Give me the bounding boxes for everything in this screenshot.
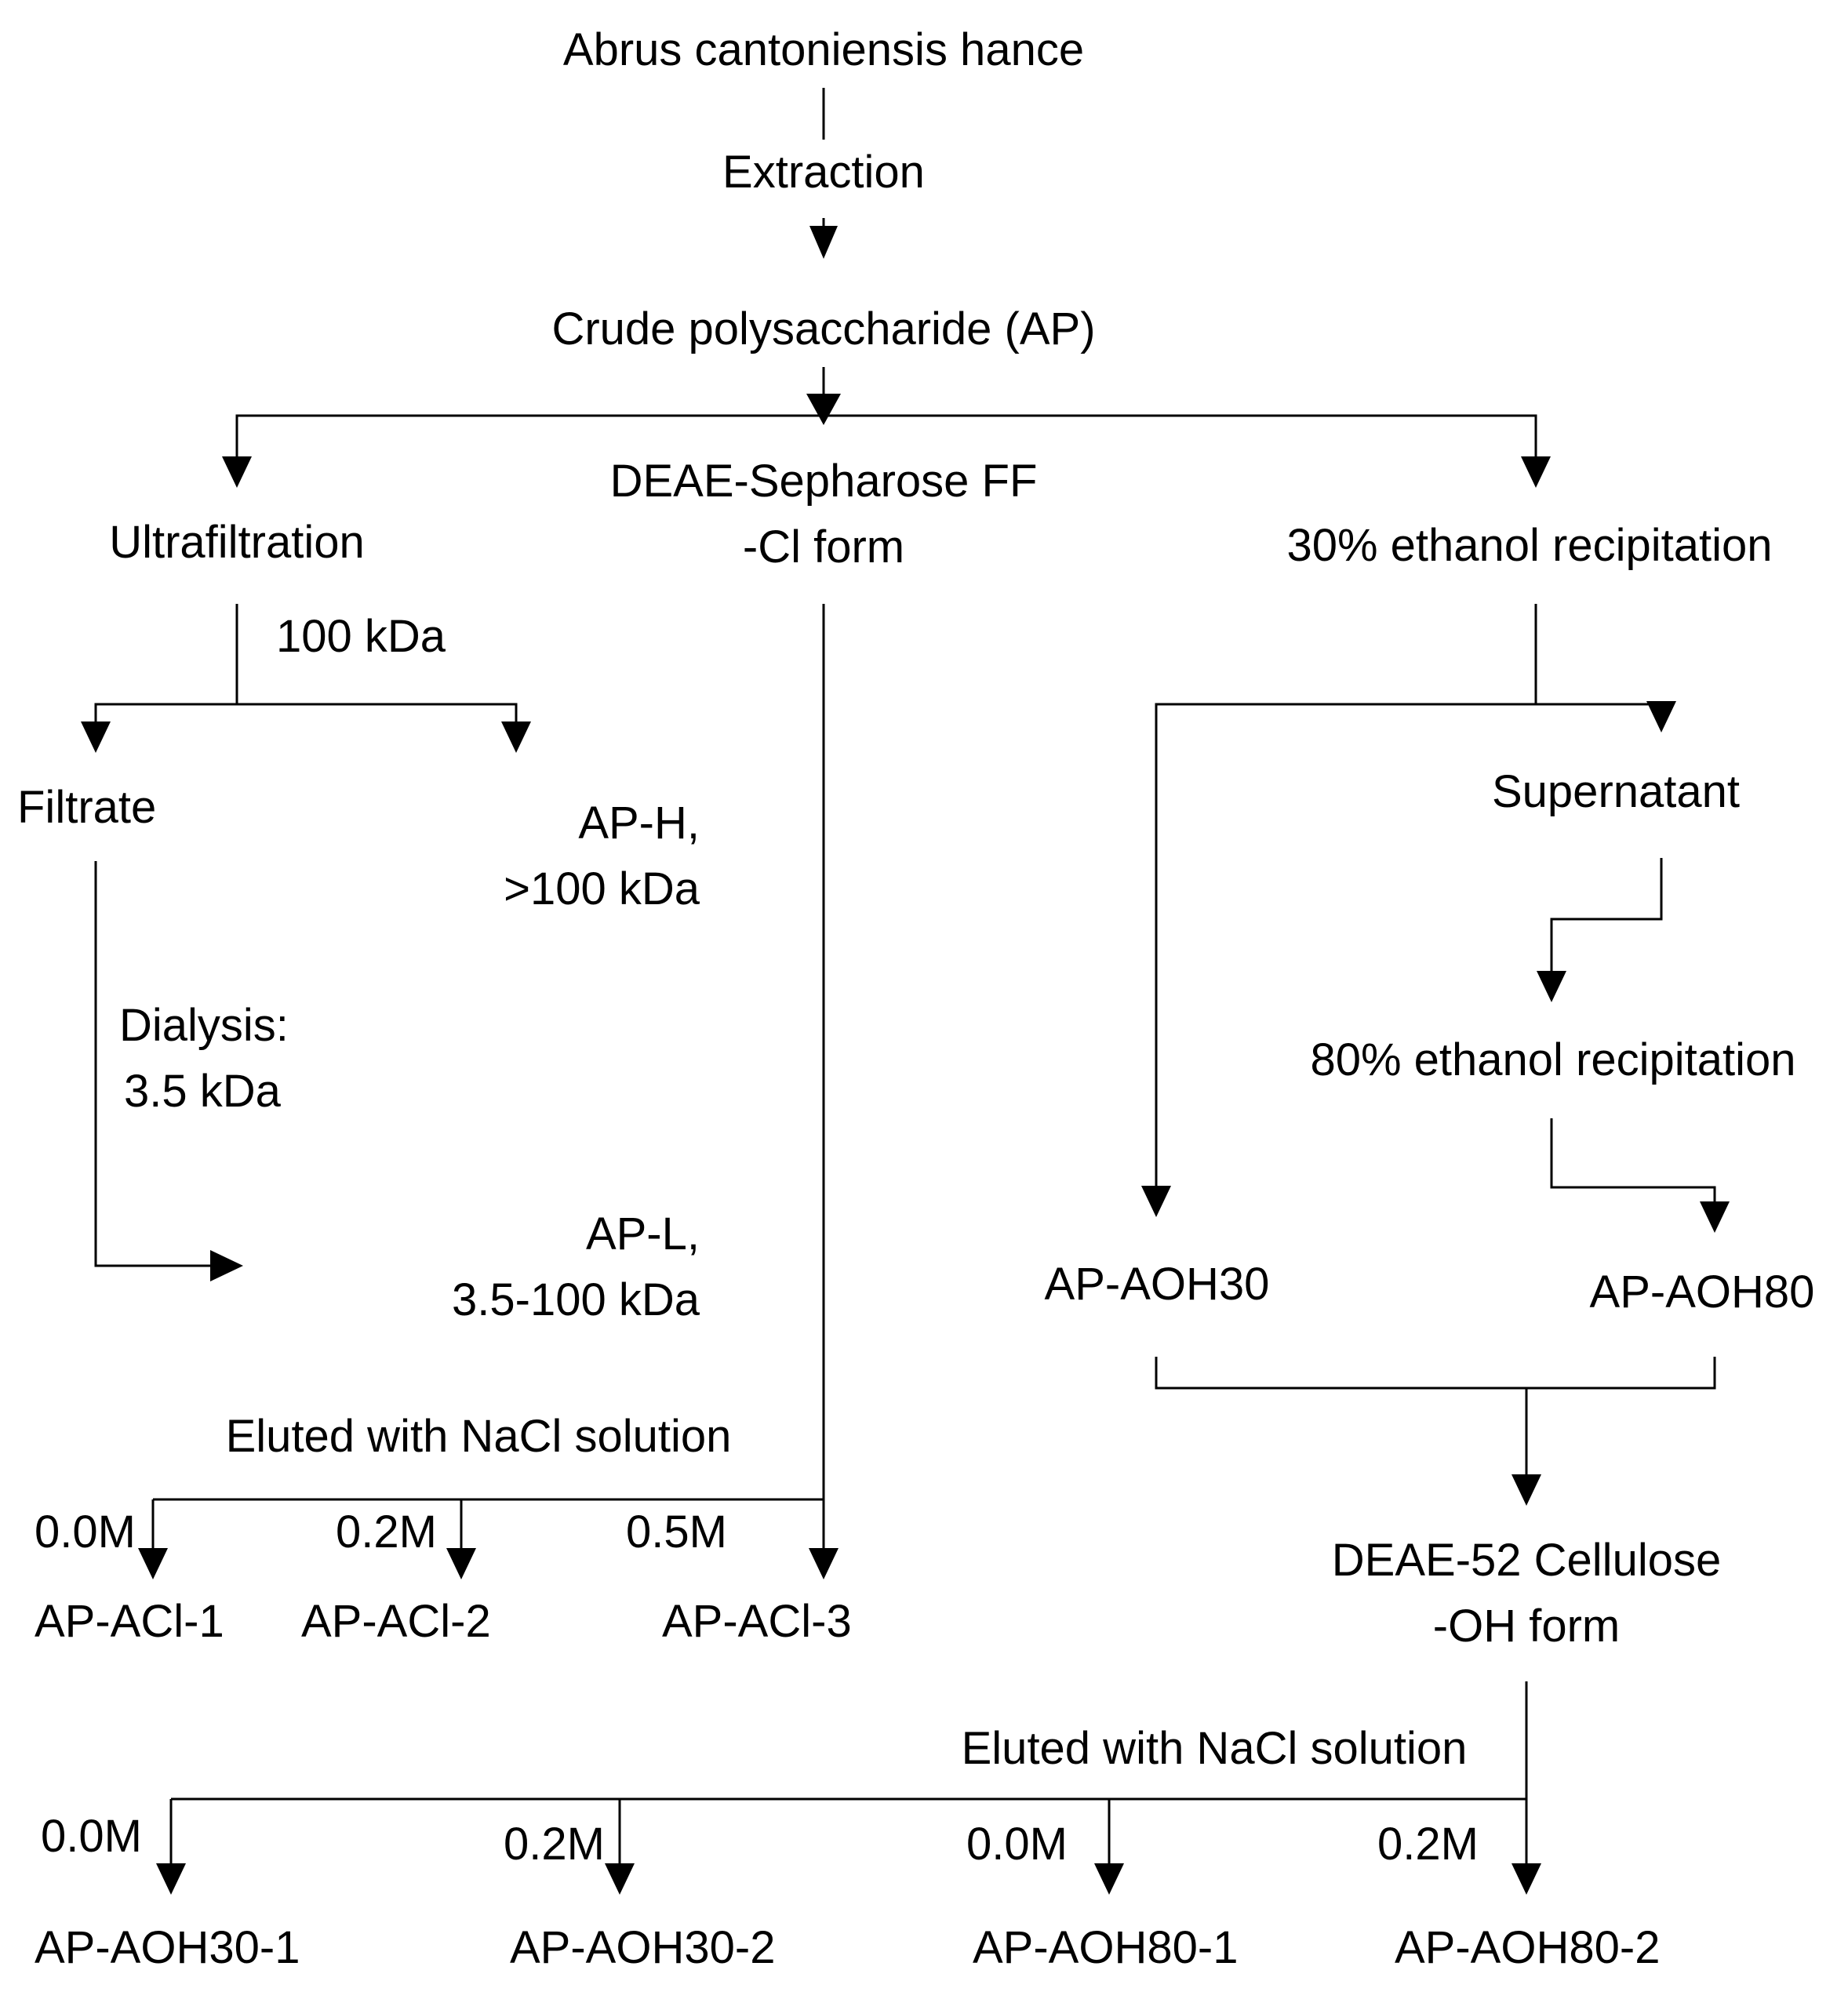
arrowhead-acl-1 [138,1548,168,1579]
node-ethanol80: 80% ethanol recipitation [1310,1034,1796,1085]
arrowhead-deae52 [1512,1474,1541,1506]
node-crude-polysaccharide: Crude polysaccharide (AP) [551,303,1096,354]
node-deae-sepharose-ff-line1: DEAE-Sepharose FF [609,456,1038,507]
connector-ethanol30-right [1536,701,1663,706]
connector-crude-branch [235,414,1537,456]
connector-filtrate-dialysis [94,861,212,1267]
node-ap-h: AP-H, >100 kDa [307,791,700,922]
connector-ethanol80-aoh80 [1550,1118,1716,1203]
label-dialysis-line2: 3.5 kDa [124,1066,281,1117]
label-cl-conc-1: 0.0M [35,1507,136,1557]
arrowhead-ethanol80 [1537,971,1566,1002]
label-dialysis-line1: Dialysis: [119,1000,289,1051]
node-ap-aoh80: AP-AOH80 [1589,1267,1815,1318]
node-ap-aoh80-2: AP-AOH80-2 [1395,1922,1661,1973]
arrowhead-extraction-crude [809,226,838,259]
node-ap-l-line2: 3.5-100 kDa [452,1274,700,1325]
arrowhead-ap-h [501,721,531,753]
connector-ultrafiltration-branch [94,703,518,721]
label-eluted-nacl-oh: Eluted with NaCl solution [961,1723,1468,1774]
node-ap-aoh80-1: AP-AOH80-1 [973,1922,1239,1973]
node-ap-l-line1: AP-L, [585,1208,700,1259]
label-cl-conc-3: 0.5M [626,1507,727,1557]
node-source: Abrus cantoniensis hance [562,24,1085,75]
node-ap-l: AP-L, 3.5-100 kDa [307,1201,700,1333]
node-ap-acl-1: AP-ACl-1 [35,1596,224,1647]
node-ap-acl-2: AP-ACl-2 [301,1596,491,1647]
node-filtrate: Filtrate [17,782,157,833]
arrowhead-filtrate [81,721,111,753]
node-extraction: Extraction [722,147,925,198]
label-eluted-nacl-cl: Eluted with NaCl solution [225,1411,732,1462]
arrowhead-aoh30-2 [605,1863,635,1895]
label-oh-conc-1: 0.0M [41,1811,142,1862]
label-oh-conc-3: 0.0M [966,1819,1068,1870]
node-deae52-cellulose: DEAE-52 Cellulose -OH form [1291,1528,1762,1659]
arrowhead-acl-3 [809,1548,839,1579]
connector-supernatant-ethanol80 [1550,858,1663,972]
arrowhead-acl-2 [446,1548,476,1579]
node-deae52-line1: DEAE-52 Cellulose [1331,1535,1722,1586]
node-ap-aoh30: AP-AOH30 [1044,1259,1270,1310]
arrowhead-crude-branch [806,394,841,425]
node-supernatant: Supernatant [1491,766,1741,817]
node-ap-acl-3: AP-ACl-3 [662,1596,852,1647]
label-oh-conc-4: 0.2M [1377,1819,1479,1870]
node-deae-sepharose-ff-line2: -Cl form [742,522,905,572]
node-ultrafiltration: Ultrafiltration [109,517,365,568]
arrowhead-ultrafiltration [222,456,252,488]
arrowhead-ethanol30 [1521,456,1551,488]
connector-ethanol30-left [1155,703,1536,1187]
node-ethanol30: 30% ethanol recipitation [1286,520,1773,571]
node-ap-aoh30-1: AP-AOH30-1 [35,1922,300,1973]
arrowhead-aoh80-1 [1094,1863,1124,1895]
arrowhead-ap-l [210,1250,243,1281]
node-ap-h-line2: >100 kDa [504,863,700,914]
arrowhead-aoh30 [1141,1186,1171,1217]
node-ap-aoh30-2: AP-AOH30-2 [510,1922,776,1973]
arrowhead-aoh80-2 [1512,1863,1541,1895]
arrowhead-aoh30-1 [156,1863,186,1895]
arrowhead-aoh80 [1700,1201,1730,1233]
node-deae-sepharose-ff: DEAE-Sepharose FF -Cl form [510,449,1137,580]
connector-aoh-merge [1155,1357,1716,1390]
label-cutoff-100kda: 100 kDa [276,611,446,662]
label-cl-conc-2: 0.2M [336,1507,437,1557]
node-ap-h-line1: AP-H, [578,798,700,849]
label-oh-conc-2: 0.2M [504,1819,605,1870]
arrowhead-supernatant [1646,701,1676,732]
label-dialysis: Dialysis: 3.5 kDa [119,993,386,1125]
node-deae52-line2: -OH form [1432,1601,1621,1652]
